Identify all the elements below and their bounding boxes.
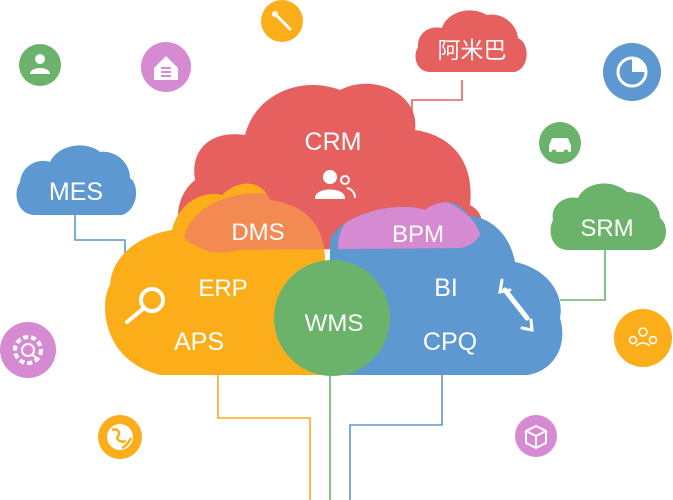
label-mes: MES	[49, 178, 103, 206]
wrench-badge-icon	[261, 0, 303, 42]
connector-srm	[560, 250, 606, 301]
connector-bottom-blue	[349, 375, 443, 500]
user-badge-icon	[19, 44, 61, 86]
connector-bottom-orange	[217, 375, 311, 500]
car-badge-icon	[539, 122, 581, 164]
gear-search-badge-icon	[0, 322, 56, 378]
circle-wms	[274, 260, 390, 376]
label-dms: DMS	[231, 219, 284, 246]
people-badge-icon	[614, 309, 672, 367]
label-cpq: CPQ	[423, 328, 477, 356]
globe-badge-icon	[98, 415, 142, 459]
connector-lines	[74, 80, 606, 500]
box-badge-icon	[515, 415, 557, 457]
connector-amiba	[411, 80, 463, 130]
users-icon	[314, 170, 356, 199]
label-crm: CRM	[305, 128, 362, 156]
overlap-dms	[183, 193, 325, 253]
label-amiba: 阿米巴	[438, 38, 507, 64]
overlap-bpm	[338, 202, 482, 253]
cloud-mes	[16, 145, 137, 215]
label-bi: BI	[434, 274, 458, 302]
label-srm: SRM	[580, 215, 633, 242]
cloud-amiba	[415, 10, 527, 73]
home-badge-icon	[141, 42, 191, 92]
wrench-icon	[498, 278, 534, 332]
label-erp: ERP	[198, 275, 247, 302]
label-bpm: BPM	[392, 221, 444, 248]
pie-chart-badge-icon	[603, 43, 661, 101]
cloud-srm	[550, 183, 666, 250]
label-aps: APS	[174, 328, 224, 356]
connector-mes	[74, 210, 126, 262]
label-wms: WMS	[305, 310, 364, 337]
magnifier-icon	[125, 287, 165, 324]
